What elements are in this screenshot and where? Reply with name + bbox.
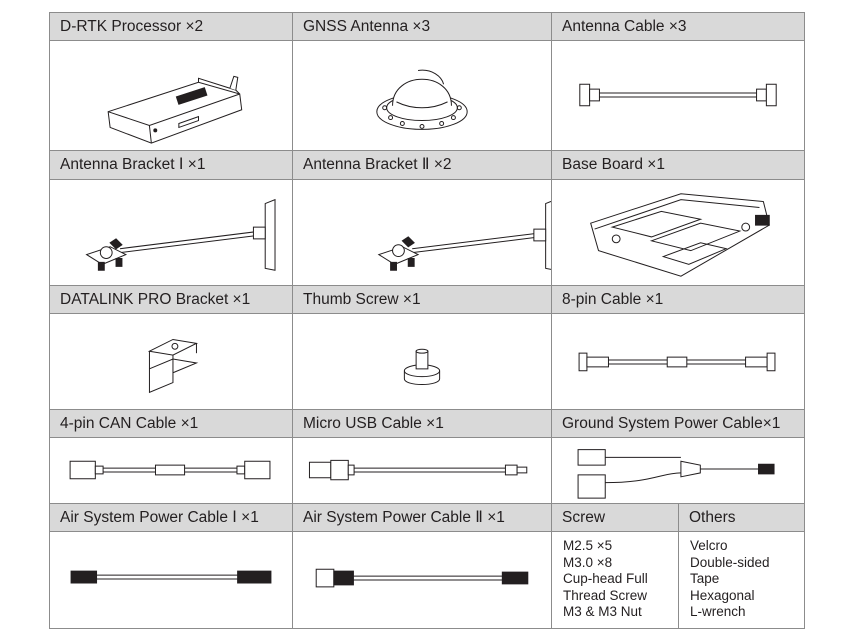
screw-label: Screw	[551, 503, 679, 532]
screw-list: M2.5 ×5 M3.0 ×8 Cup-head Full Thread Scr…	[551, 531, 679, 629]
item-label-ground-system-power-cable: Ground System Power Cable×1	[551, 409, 805, 438]
thumb-screw-illustration	[404, 349, 439, 384]
antenna-bracket-2-image	[292, 179, 552, 286]
others-line: Hexagonal	[690, 587, 755, 603]
air-system-power-cable-2-image	[292, 531, 552, 629]
screw-line: Cup-head Full	[563, 571, 648, 586]
drtk-processor-illustration	[108, 76, 242, 143]
gnss-antenna-image	[292, 40, 552, 151]
air-system-power-cable-2-illustration	[316, 569, 528, 587]
item-label-drtk-processor: D-RTK Processor ×2	[49, 12, 293, 41]
item-label-datalink-pro-bracket: DATALINK PRO Bracket ×1	[49, 285, 293, 314]
others-line: Double-sided	[690, 554, 770, 570]
others-label: Others	[678, 503, 805, 532]
datalink-pro-bracket-image	[49, 313, 293, 410]
antenna-bracket-2-illustration	[379, 200, 551, 271]
item-label-micro-usb-cable: Micro USB Cable ×1	[292, 409, 552, 438]
item-label-gnss-antenna: GNSS Antenna ×3	[292, 12, 552, 41]
item-label-base-board: Base Board ×1	[551, 150, 805, 180]
item-label-4pin-can-cable: 4-pin CAN Cable ×1	[49, 409, 293, 438]
ground-system-power-cable-illustration	[578, 450, 774, 499]
item-label-thumb-screw: Thumb Screw ×1	[292, 285, 552, 314]
others-line: Tape	[690, 571, 720, 586]
drtk-processor-image	[49, 40, 293, 151]
others-line: Velcro	[690, 538, 728, 553]
thumb-screw-image	[292, 313, 552, 410]
datalink-pro-bracket-illustration	[149, 339, 196, 392]
screw-line: M2.5 ×5	[563, 538, 613, 553]
screw-line: M3.0 ×8	[563, 554, 613, 570]
others-list: Velcro Double-sided Tape Hexagonal L-wre…	[678, 531, 805, 629]
air-system-power-cable-1-illustration	[71, 571, 271, 583]
item-label-8pin-cable: 8-pin Cable ×1	[551, 285, 805, 314]
antenna-cable-illustration	[580, 84, 776, 106]
item-label-antenna-cable: Antenna Cable ×3	[551, 12, 805, 41]
air-system-power-cable-1-image	[49, 531, 293, 629]
item-label-antenna-bracket-2: Antenna Bracket Ⅱ ×2	[292, 150, 552, 180]
item-label-air-system-power-cable-1: Air System Power Cable Ⅰ ×1	[49, 503, 293, 532]
base-board-image	[551, 179, 805, 286]
micro-usb-cable-image	[292, 437, 552, 504]
8pin-cable-image	[551, 313, 805, 410]
gnss-antenna-illustration	[377, 70, 467, 129]
item-label-air-system-power-cable-2: Air System Power Cable Ⅱ ×1	[292, 503, 552, 532]
4pin-can-cable-image	[49, 437, 293, 504]
8pin-cable-illustration	[579, 353, 775, 371]
antenna-cable-image	[551, 40, 805, 151]
screw-line: Thread Screw	[563, 587, 648, 603]
base-board-illustration	[591, 194, 770, 276]
screw-line: M3 & M3 Nut	[563, 604, 642, 619]
antenna-bracket-1-image	[49, 179, 293, 286]
item-label-antenna-bracket-1: Antenna Bracket Ⅰ ×1	[49, 150, 293, 180]
others-line: L-wrench	[690, 604, 746, 619]
antenna-bracket-1-illustration	[87, 200, 275, 271]
ground-system-power-cable-image	[551, 437, 805, 504]
4pin-can-cable-illustration	[70, 461, 270, 478]
micro-usb-cable-illustration	[309, 460, 526, 479]
accessory-table: D-RTK Processor ×2 GNSS Antenna ×3 Anten…	[49, 12, 805, 629]
